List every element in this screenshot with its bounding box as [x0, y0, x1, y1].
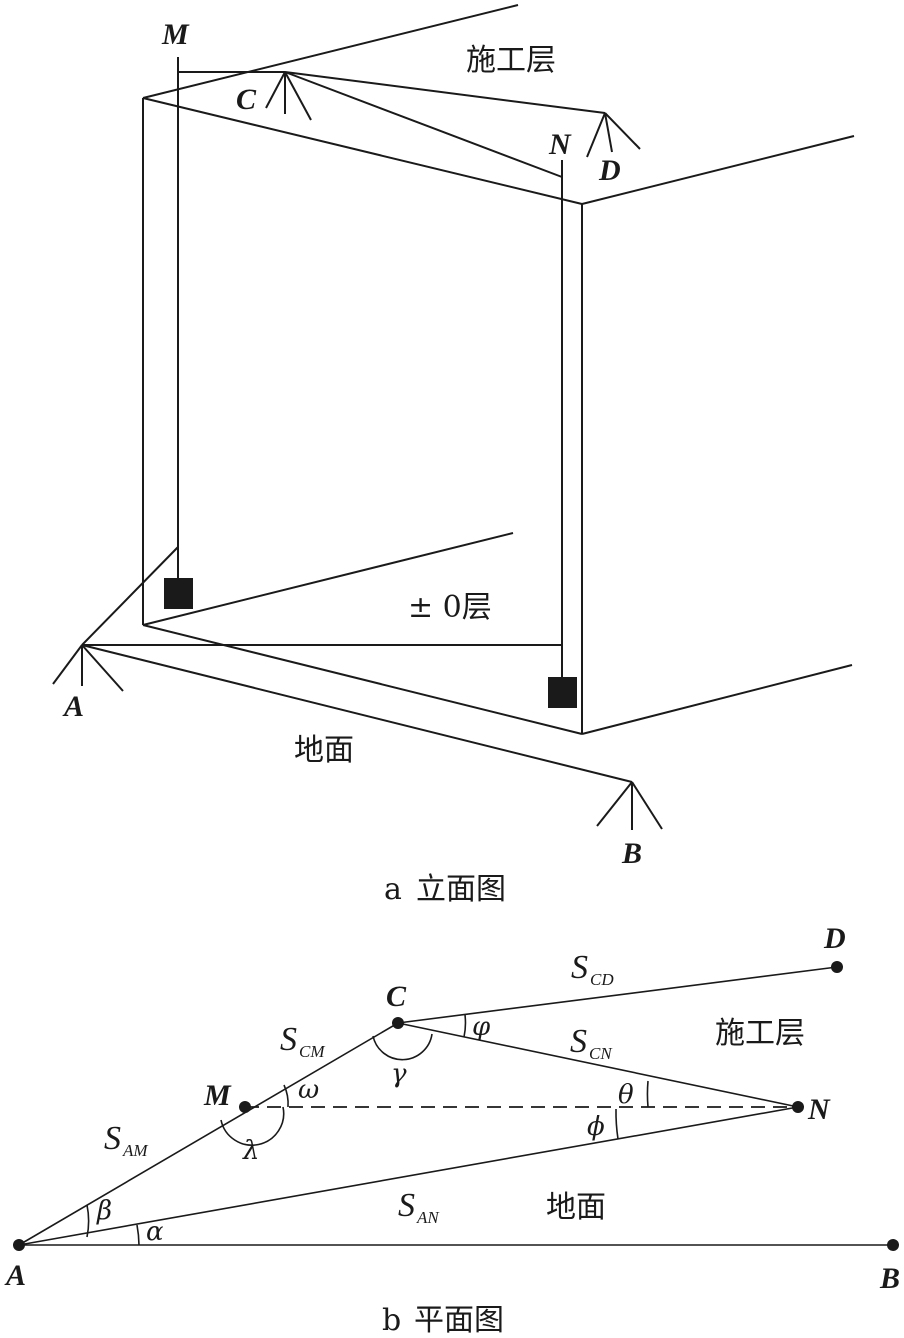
a-to-m-line	[81, 546, 179, 646]
distance-sub: CD	[590, 970, 614, 989]
distance-scm: S CM	[280, 1021, 325, 1061]
c-to-n-line	[284, 71, 563, 178]
tripod-b-leg3	[631, 781, 663, 830]
label-a-plan: A	[4, 1259, 26, 1292]
tripod-c-leg1	[265, 71, 286, 109]
angle-alpha: α	[146, 1217, 164, 1247]
point-d	[831, 961, 843, 973]
arc-alpha	[136, 1224, 140, 1246]
top-front-edge	[142, 97, 583, 205]
label-n-plan: N	[807, 1093, 831, 1126]
label-b-plan: B	[879, 1262, 900, 1295]
arc-lambda	[220, 1106, 285, 1146]
label-a: A	[62, 690, 84, 723]
construction-floor-label-plan: 施工层	[715, 1016, 805, 1051]
distance-main: S	[104, 1120, 121, 1157]
caption-b-text: 平面图	[414, 1303, 504, 1338]
angle-gamma: γ	[391, 1059, 407, 1089]
point-m	[239, 1101, 251, 1113]
distance-main: S	[571, 949, 588, 986]
label-m: M	[161, 18, 190, 51]
ground-label-plan: 地面	[546, 1190, 606, 1225]
distance-san: S AN	[398, 1187, 440, 1227]
distance-main: S	[570, 1023, 587, 1060]
point-b	[887, 1239, 899, 1251]
caption-a-letter: a	[384, 872, 402, 907]
angle-theta: θ	[618, 1080, 634, 1110]
tripod-a-leg3	[81, 644, 124, 692]
plumb-bob-n	[548, 677, 577, 708]
label-d: D	[598, 154, 621, 187]
caption-b-letter: b	[382, 1303, 401, 1338]
distance-sub: CM	[299, 1042, 325, 1061]
zero-floor-label: ± 0层	[408, 590, 492, 625]
elevation-view: M C N D A B 施工层 ± 0层 地面 a 立面图	[52, 4, 855, 907]
line-cd	[397, 966, 838, 1024]
tripod-a-leg1	[52, 644, 83, 685]
arc-gamma	[372, 1033, 433, 1061]
arc-omega	[283, 1084, 289, 1108]
distance-main: S	[398, 1187, 415, 1224]
label-d-plan: D	[823, 922, 846, 955]
top-right-edge	[581, 135, 855, 205]
c-to-d-line	[284, 71, 606, 114]
label-n: N	[548, 128, 572, 161]
caption-a-text: 立面图	[416, 872, 506, 907]
tripod-c-leg3	[284, 71, 312, 121]
angle-lambda: λ	[242, 1136, 259, 1166]
arc-theta	[646, 1080, 649, 1108]
point-c	[392, 1017, 404, 1029]
point-n	[792, 1101, 804, 1113]
a-to-b-line	[81, 644, 633, 783]
distance-scn: S CN	[570, 1023, 613, 1063]
distance-sub: CN	[589, 1044, 613, 1063]
label-c-plan: C	[386, 980, 407, 1013]
arc-beta	[86, 1204, 90, 1238]
point-a	[13, 1239, 25, 1251]
bottom-front-edge	[142, 624, 583, 735]
bottom-right-edge	[581, 664, 853, 735]
angle-beta: β	[96, 1196, 112, 1226]
angle-phi: ϕ	[587, 1112, 605, 1142]
bottom-back-edge	[142, 532, 514, 626]
ground-label: 地面	[294, 733, 354, 768]
plumb-bob-m	[164, 578, 193, 609]
tripod-d-leg1	[586, 112, 606, 158]
arc-varphi	[463, 1014, 467, 1038]
tripod-b-leg1	[596, 781, 633, 827]
distance-sam: S AM	[104, 1120, 148, 1160]
construction-floor-label: 施工层	[466, 43, 556, 78]
label-c: C	[236, 83, 257, 116]
plan-view: A B M C D N S CD S CM S CN S AM S AN β α…	[4, 922, 900, 1338]
tripod-d-leg3	[604, 112, 641, 150]
distance-sub: AN	[416, 1208, 440, 1227]
arc-phi	[615, 1108, 619, 1140]
distance-sub: AM	[122, 1141, 148, 1160]
angle-varphi: φ	[472, 1012, 491, 1042]
label-m-plan: M	[203, 1079, 232, 1112]
tripod-d-leg2	[604, 112, 613, 153]
top-back-edge	[142, 4, 519, 99]
label-b: B	[621, 837, 642, 870]
angle-omega: ω	[298, 1075, 319, 1105]
distance-scd: S CD	[571, 949, 614, 989]
line-ac	[18, 1022, 399, 1246]
distance-main: S	[280, 1021, 297, 1058]
line-an	[18, 1106, 799, 1246]
